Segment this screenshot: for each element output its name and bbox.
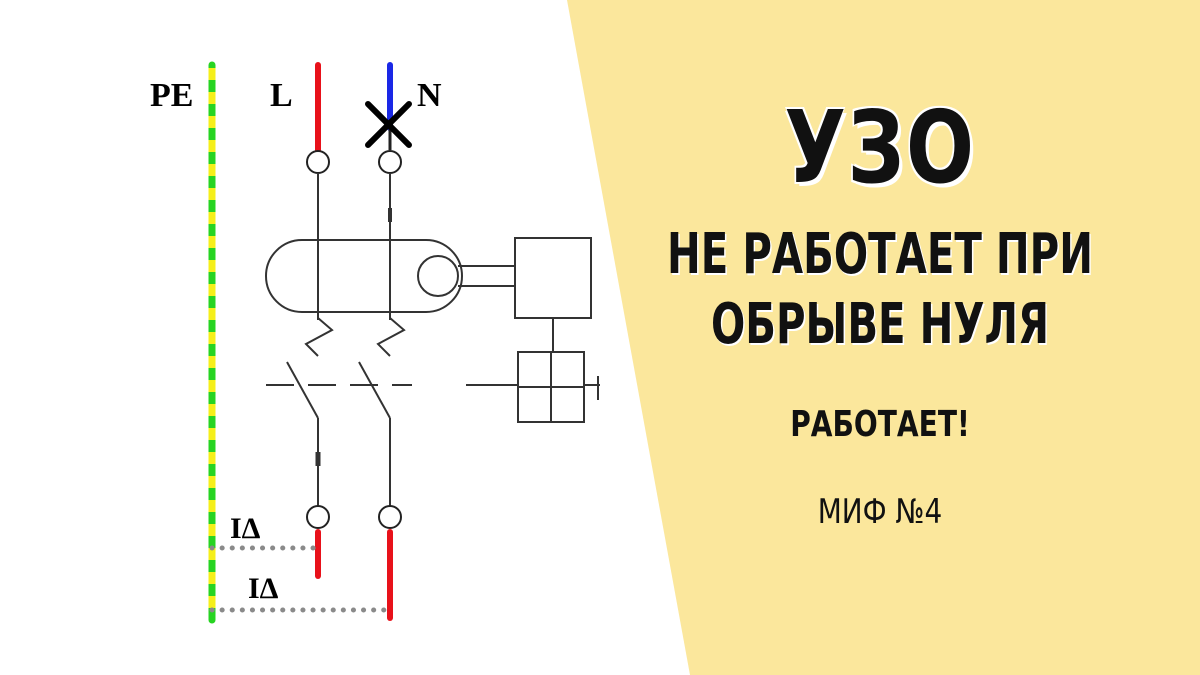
terminal-l-top (306, 150, 330, 174)
myth-number: МИФ №4 (817, 492, 943, 532)
terminal-l-bottom (306, 505, 330, 529)
label-pe: PE (150, 77, 193, 114)
differential-transformer (265, 239, 515, 313)
rcd-wiring-diagram: PE L N IΔ IΔ (150, 61, 600, 624)
device-conductors (266, 173, 600, 506)
page-title: УЗО (784, 89, 976, 206)
break-cross-icon (365, 101, 412, 148)
verdict-text: РАБОТАЕТ! (790, 404, 970, 445)
terminal-n-top (378, 150, 402, 174)
subtitle-line-1: НЕ РАБОТАЕТ ПРИ (667, 222, 1093, 287)
leak-label-1: IΔ (230, 512, 261, 545)
trip-relay-block (514, 237, 592, 319)
test-button-block (517, 351, 585, 423)
panel-shape (567, 0, 1200, 675)
label-l: L (270, 77, 293, 114)
leak-label-2: IΔ (248, 572, 279, 605)
subtitle-line-2: ОБРЫВЕ НУЛЯ (710, 292, 1050, 357)
terminal-n-bottom (378, 505, 402, 529)
label-n: N (417, 77, 442, 114)
